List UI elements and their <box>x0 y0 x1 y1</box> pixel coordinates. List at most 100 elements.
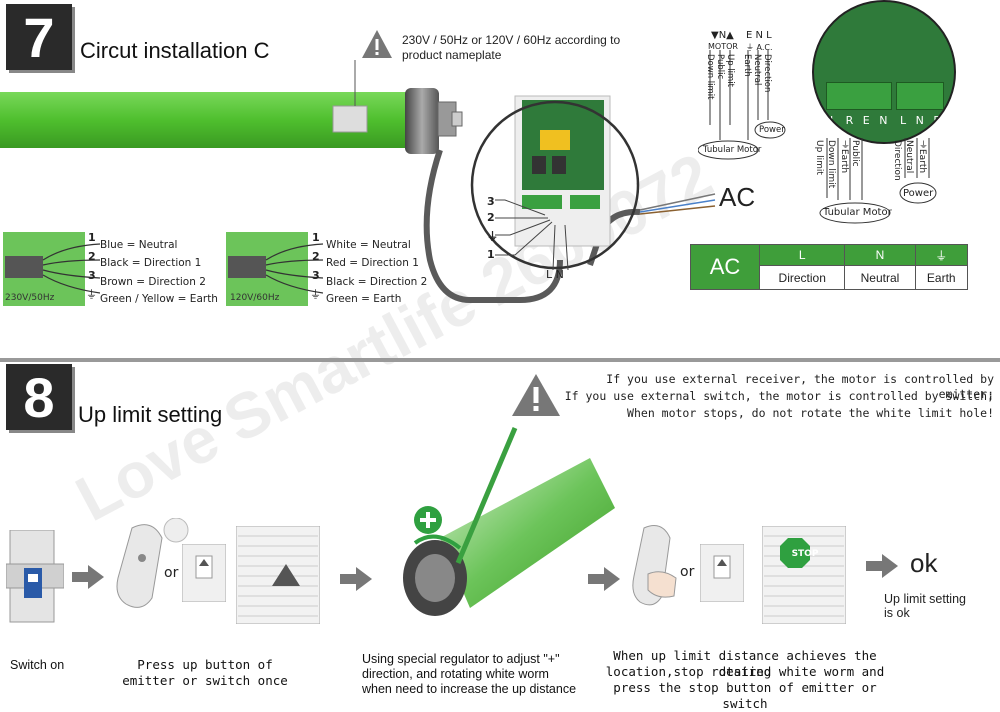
remote-press[interactable] <box>628 520 684 610</box>
cable-120-num-2: 2 <box>312 250 320 263</box>
cable-230-wires <box>5 243 100 294</box>
arrow-right-icon <box>88 565 104 589</box>
ac-table-val-earth: Earth <box>914 265 969 290</box>
note-line-2: If you use external switch, the motor is… <box>564 389 994 403</box>
ok-caption-2: is ok <box>884 606 910 620</box>
small-diagram-motor: Tubular Motor <box>703 145 762 155</box>
ok-caption-1: Up limit setting <box>884 592 966 606</box>
note-line-3: When motor stops, do not rotate the whit… <box>627 406 994 420</box>
circuit-breaker-switch[interactable] <box>6 530 64 626</box>
step-8-number: 8 <box>6 364 72 430</box>
wire-120-line-3: Black = Direction 2 <box>326 276 428 288</box>
step-7-number: 7 <box>6 4 72 70</box>
big-diagram-circle: L R E N L N E <box>812 0 956 144</box>
roller-blind <box>236 526 320 624</box>
ac-label: AC <box>719 182 756 212</box>
remote-emitter[interactable] <box>112 518 192 610</box>
big-diagram-label-5: Direction <box>892 140 902 181</box>
big-diagram-right-terms: L N E <box>900 114 944 127</box>
cable-120-num-1: 1 <box>312 231 320 244</box>
big-diagram-label-7: ⏚Earth <box>917 140 927 174</box>
board-wire-2: 2 <box>487 211 495 224</box>
wall-switch-press[interactable] <box>700 544 744 602</box>
arrow-right-icon <box>356 567 372 591</box>
cable-120-num-earth: ⏚ <box>310 288 321 301</box>
cable-120-wires <box>228 243 323 294</box>
ac-table-col-earth: ⏚ <box>914 243 969 267</box>
board-ln-label: L N <box>546 268 564 281</box>
cable-120-badge: 120V/60Hz <box>230 293 280 303</box>
stop-sign-label: STOP <box>791 549 819 559</box>
note-line-1: If you use external receiver, the motor … <box>606 372 994 401</box>
small-diagram-term-5: Neutral <box>752 54 762 86</box>
caption-achieve-1: When up limit distance achieves the desi… <box>613 648 877 679</box>
arrow-stem-1 <box>72 572 88 582</box>
cable-230-num-earth: ⏚ <box>86 288 97 301</box>
cable-230-badge: 230V/50Hz <box>5 293 55 303</box>
big-diagram-label-4: Public <box>850 140 860 167</box>
big-diagram-power: Power <box>903 188 934 199</box>
big-diagram-block-right <box>896 82 944 110</box>
step-7-title: Circut installation C <box>80 38 270 63</box>
small-diagram-term-6: Direction <box>762 54 772 93</box>
wire-120-line-2: Red = Direction 1 <box>326 257 419 269</box>
small-diagram-sub-left: MOTOR <box>708 42 738 51</box>
caption-regulator-1: Using special regulator to adjust "+" <box>362 652 560 666</box>
board-wire-earth: ⏚ <box>487 230 498 243</box>
big-diagram-label-6: Neutral <box>904 140 914 174</box>
caption-switch-on: Switch on <box>10 658 65 672</box>
wire-230-line-3: Brown = Direction 2 <box>100 276 206 288</box>
board-wire-1: 1 <box>487 248 495 261</box>
small-diagram-term-2: Public <box>715 54 725 80</box>
small-diagram-top-left: ▼N▲ <box>711 30 734 41</box>
big-diagram-left-terms: L R E N <box>830 114 891 127</box>
ac-wiring-table: AC L N ⏚ Direction Neutral Earth <box>690 243 969 290</box>
ac-table-val-n: Neutral <box>844 265 916 290</box>
ac-table-col-l: L <box>758 243 846 267</box>
voltage-warning: 230V / 50Hz or 120V / 60Hz according to … <box>402 33 621 62</box>
warning-icon <box>512 374 560 416</box>
caption-regulator-2: direction, and rotating white worm <box>362 667 549 681</box>
cable-230-num-2: 2 <box>88 250 96 263</box>
wire-230-line-4: Green / Yellow = Earth <box>100 293 218 305</box>
caption-press-2: emitter or switch once <box>122 673 288 688</box>
caption-press-1: Press up button of <box>137 657 273 672</box>
caption-regulator-3: when need to increase the up distance <box>362 682 577 696</box>
warning-icon <box>362 30 392 58</box>
small-diagram-lines <box>698 50 786 160</box>
arrow-stem-3 <box>588 574 604 584</box>
step-8-title: Up limit setting <box>78 402 223 427</box>
cable-120-num-3: 3 <box>312 269 320 282</box>
ac-table-val-l: Direction <box>758 265 846 290</box>
big-diagram-label-2: Down limit <box>826 140 836 189</box>
caption-achieve-2: location,stop rotating white worm and <box>605 664 885 679</box>
big-diagram-label-3: ⏚Earth <box>839 140 849 174</box>
cable-230-num-1: 1 <box>88 231 96 244</box>
section-divider <box>0 358 1000 362</box>
arrow-right-icon <box>882 554 898 578</box>
arrow-right-icon <box>604 567 620 591</box>
small-diagram-term-3: Up limit <box>725 54 735 88</box>
big-diagram-lines <box>819 138 937 224</box>
motor-with-regulator <box>403 427 615 616</box>
arrow-stem-4 <box>866 561 882 571</box>
roller-blind-stopped <box>762 526 846 624</box>
small-diagram-sub-right: ⏚ A.C. <box>746 43 773 52</box>
big-diagram-block-left <box>826 82 892 110</box>
or-label-2: or <box>680 564 695 580</box>
arrow-stem-2 <box>340 574 356 584</box>
big-diagram-motor: Tubular Motor <box>823 207 892 218</box>
small-diagram-term-4: Earth <box>742 54 752 77</box>
wire-230-line-2: Black = Direction 1 <box>100 257 202 269</box>
caption-achieve-3: press the stop button of emitter or swit… <box>613 680 877 711</box>
board-wire-3: 3 <box>487 195 495 208</box>
ok-label: ok <box>910 548 938 578</box>
tubular-motor-drawing <box>0 60 716 303</box>
small-diagram-top-right: E N L <box>746 30 772 41</box>
or-label-1: or <box>164 565 179 581</box>
wall-switch[interactable] <box>182 544 226 602</box>
cable-230-num-3: 3 <box>88 269 96 282</box>
wire-120-line-1: White = Neutral <box>326 239 411 251</box>
big-diagram-label-1: Up limit <box>814 140 824 175</box>
ac-table-header: AC <box>690 244 760 290</box>
